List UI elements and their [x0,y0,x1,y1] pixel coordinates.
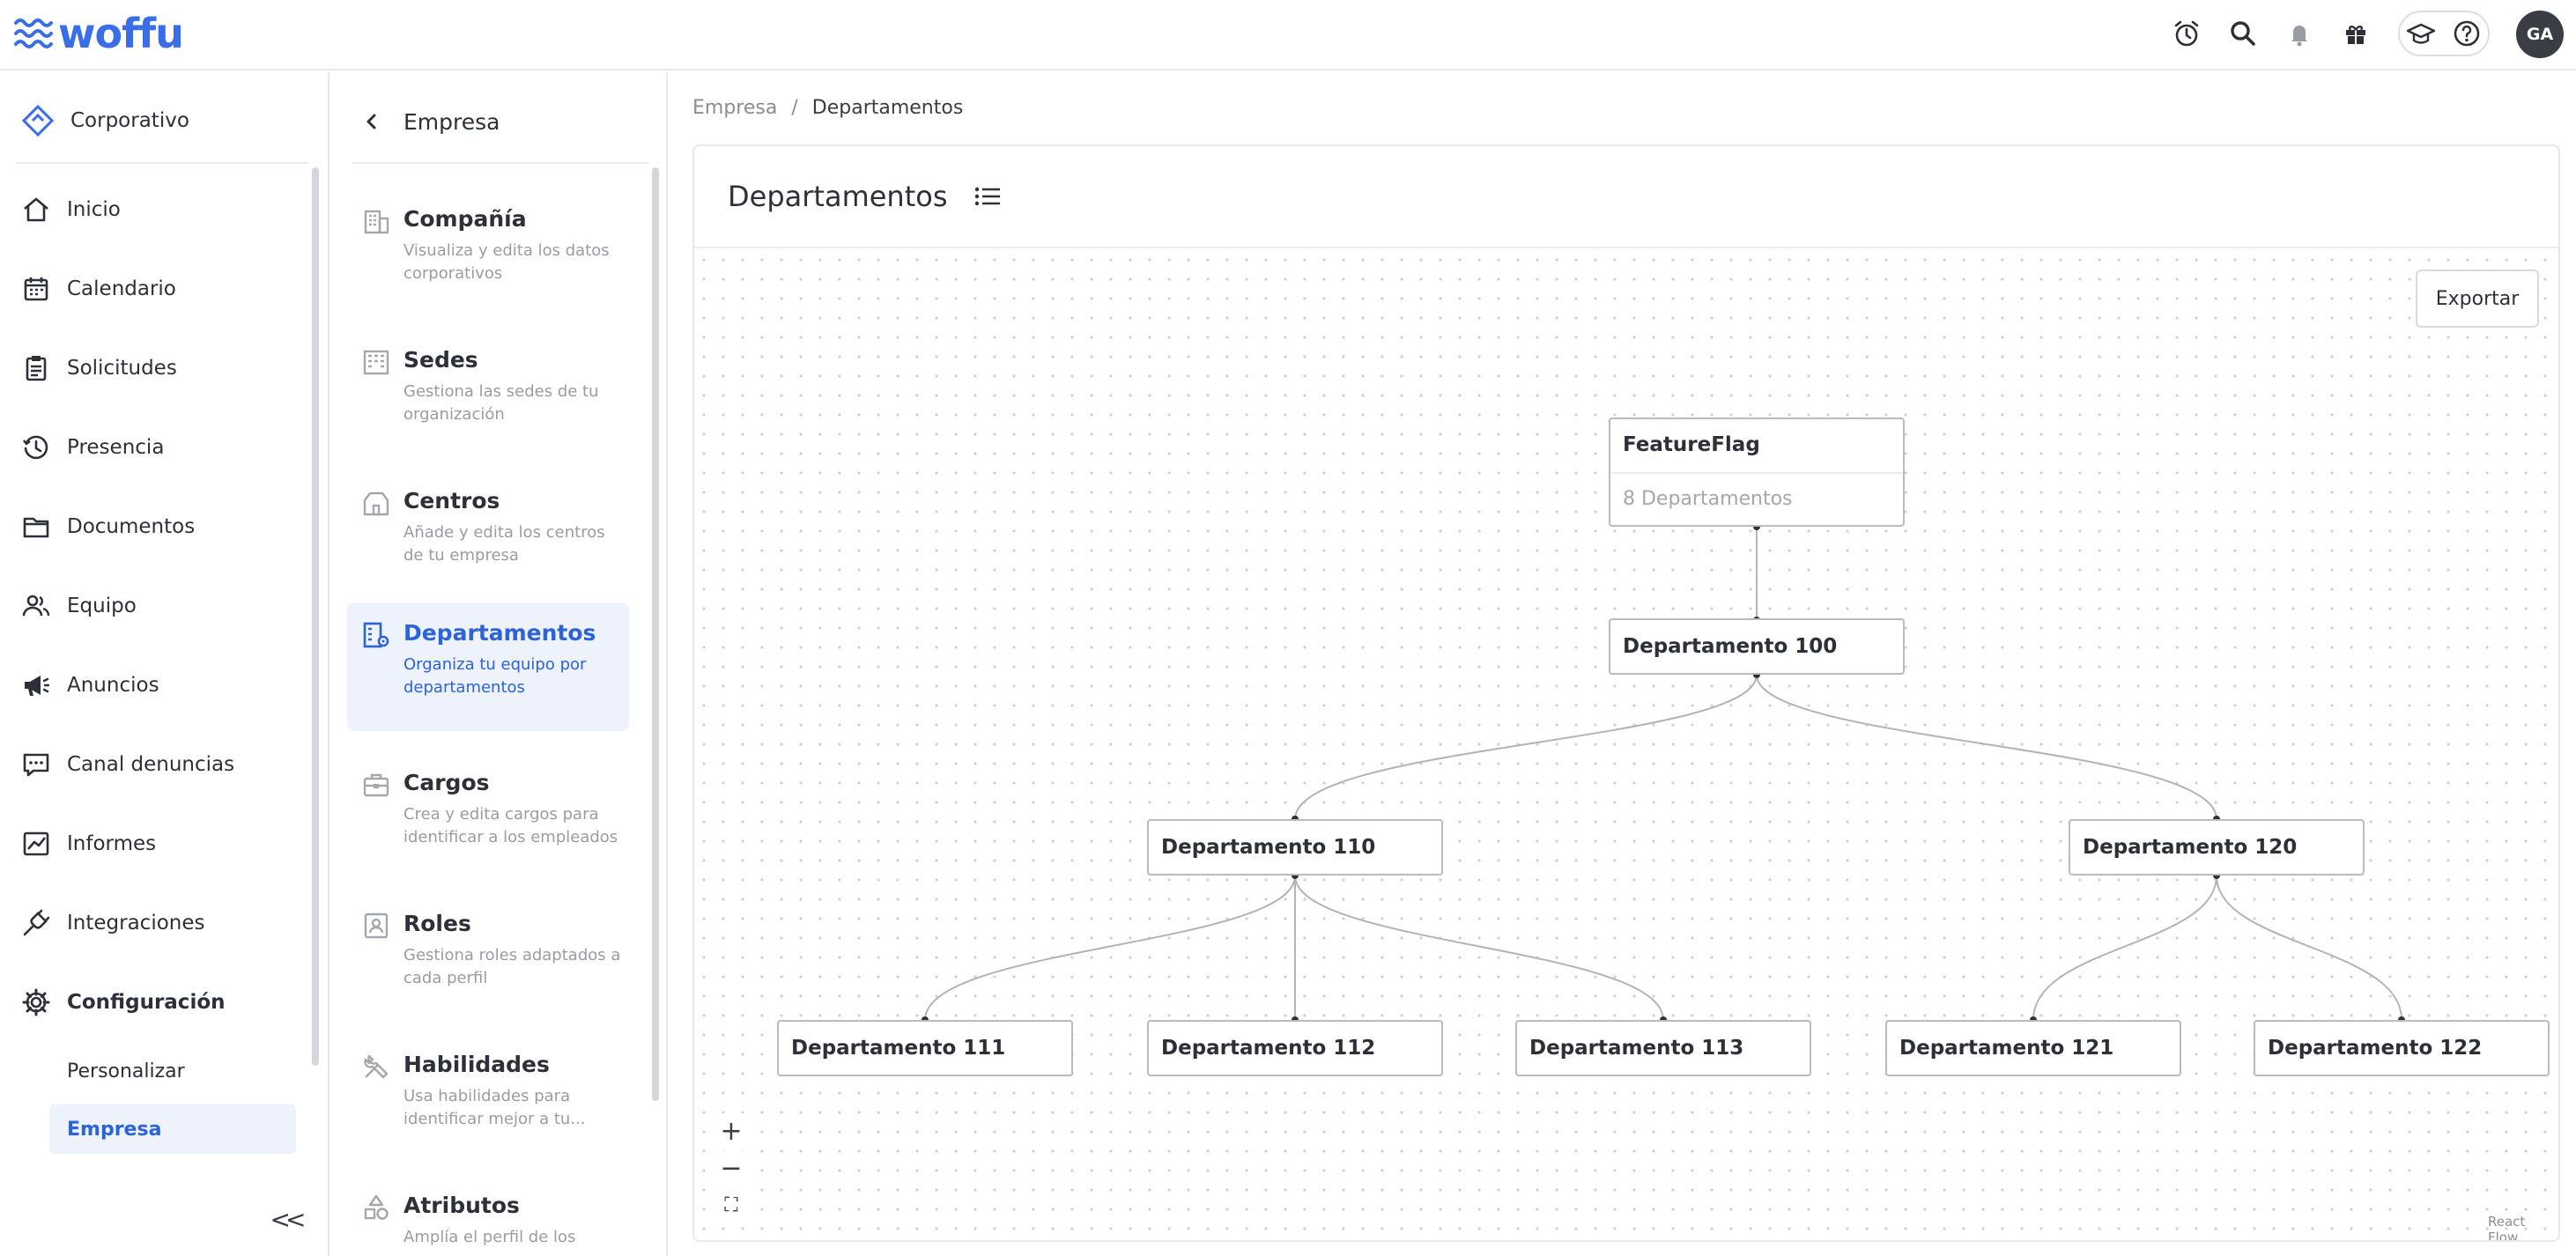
tree-node-departamento-122[interactable]: Departamento 122 [2254,1020,2550,1076]
breadcrumb: Empresa / Departamentos [692,93,963,122]
tree-node-departamento-110[interactable]: Departamento 110 [1147,819,1443,876]
tools-icon [364,1054,389,1079]
megaphone-icon [25,676,50,696]
edge-120-121 [2032,875,2217,1021]
zoom-out-button[interactable]: − [712,1150,751,1186]
store-icon [363,491,389,516]
nav-item-configuracion[interactable]: Configuración [21,979,303,1025]
divider [1610,472,1903,474]
nav-item-informes[interactable]: Informes [21,821,303,867]
nav-item-solicitudes[interactable]: Solicitudes [21,345,303,391]
user-avatar[interactable]: GA [2516,11,2564,58]
settings-panel: Empresa Compañía Visualiza y edita los d… [331,72,668,1256]
waves-icon [14,18,53,48]
tree-node-departamento-121[interactable]: Departamento 121 [1885,1020,2181,1076]
fit-view-button[interactable]: ⛶ [712,1187,751,1223]
tree-edges [922,523,2405,1023]
nav-item-equipo[interactable]: Equipo [21,583,303,629]
divider [352,162,648,164]
search-icon[interactable] [2224,14,2262,53]
plug-icon [23,909,50,936]
diamond-icon [21,104,55,137]
collapse-sidebar-button[interactable]: << [270,1204,307,1234]
tree-node-departamento-111[interactable]: Departamento 111 [777,1020,1073,1076]
home-icon [24,197,48,222]
gear-icon [22,988,50,1016]
panel-item-cargos[interactable]: Cargos Crea y edita cargos para identifi… [347,752,629,881]
building-icon [364,210,389,234]
chart-icon [23,831,49,856]
help-icon[interactable] [2447,14,2486,53]
help-group [2398,11,2490,56]
bell-icon[interactable] [2280,14,2319,53]
top-bar: woffu GA [0,0,2576,70]
tree-node-departamento-100[interactable]: Departamento 100 [1609,618,1905,675]
people-icon [22,595,50,617]
panel-item-atributos[interactable]: Atributos Amplía el perfil de los [347,1175,629,1256]
nav-item-integraciones[interactable]: Integraciones [21,900,303,946]
panel-title: Empresa [403,108,500,135]
card-header: Departamentos [694,146,2558,248]
nav-item-calendario[interactable]: Calendario [21,266,303,312]
calendar-icon [24,277,48,301]
panel-item-centros[interactable]: Centros Añade y edita los centros de tu … [347,470,629,599]
list-icon[interactable] [974,185,1001,208]
clock-icon [23,435,48,460]
panel-item-habilidades[interactable]: Habilidades Usa habilidades para identif… [347,1034,629,1163]
nav-item-anuncios[interactable]: Anuncios [21,662,303,708]
folder-icon [23,517,49,538]
edge-120-122 [2216,875,2402,1021]
org-chart-canvas[interactable]: Exportar [694,250,2558,1242]
edge-100-110 [1294,674,1758,820]
id-card-icon [364,912,389,939]
departments-card: Departamentos Exportar [692,144,2560,1242]
panel-item-sedes[interactable]: Sedes Gestiona las sedes de tu organizac… [347,329,629,458]
graduation-cap-icon[interactable] [2402,14,2440,53]
page-title: Departamentos [728,180,948,213]
chevron-left-icon[interactable] [363,111,381,132]
root-node-name: FeatureFlag [1623,433,1760,456]
edge-100-120 [1756,674,2217,820]
department-gear-icon [363,622,389,648]
zoom-in-button[interactable]: + [712,1113,751,1149]
export-button[interactable]: Exportar [2416,270,2539,328]
clipboard-icon [26,356,47,381]
nav-item-presencia[interactable]: Presencia [21,425,303,470]
divider [16,162,308,164]
nav-item-inicio[interactable]: Inicio [21,187,303,233]
subnav-personalizar[interactable]: Personalizar [67,1060,185,1082]
gift-icon[interactable] [2336,14,2375,53]
breadcrumb-empresa[interactable]: Empresa [692,96,778,119]
company-name: Corporativo [70,109,189,132]
chat-icon [23,753,49,777]
root-node-count: 8 Departamentos [1623,488,1793,510]
edge-110-113 [1294,875,1664,1021]
panel-item-departamentos[interactable]: Departamentos Organiza tu equipo por dep… [347,602,629,731]
briefcase-icon [363,773,389,797]
tree-node-departamento-120[interactable]: Departamento 120 [2069,819,2365,876]
tree-node-departamento-113[interactable]: Departamento 113 [1515,1020,1811,1076]
alarm-clock-icon[interactable] [2167,14,2206,53]
tree-node-departamento-112[interactable]: Departamento 112 [1147,1020,1443,1076]
breadcrumb-separator: / [791,96,798,119]
tree-node-root[interactable]: FeatureFlag 8 Departamentos [1609,417,1905,527]
scrollbar[interactable] [312,167,319,1066]
shapes-icon [364,1194,389,1220]
breadcrumb-current: Departamentos [811,96,964,119]
panel-item-compania[interactable]: Compañía Visualiza y edita los datos cor… [347,188,629,317]
edge-110-111 [924,875,1296,1021]
react-flow-attribution[interactable]: React Flow [2488,1214,2526,1242]
nav-item-canal-denuncias[interactable]: Canal denuncias [21,742,303,787]
main-sidebar: Corporativo Inicio Calendario Solicitude… [0,72,329,1256]
woffu-logo[interactable]: woffu [14,10,184,57]
nav-item-documentos[interactable]: Documentos [21,504,303,550]
buildings-icon [363,350,389,375]
scrollbar[interactable] [652,167,659,1101]
logo-text: woffu [58,10,184,57]
panel-item-roles[interactable]: Roles Gestiona roles adaptados a cada pe… [347,893,629,1022]
panel-header: Empresa [363,95,500,148]
company-switcher[interactable]: Corporativo [21,99,189,143]
subnav-empresa[interactable]: Empresa [49,1105,296,1154]
